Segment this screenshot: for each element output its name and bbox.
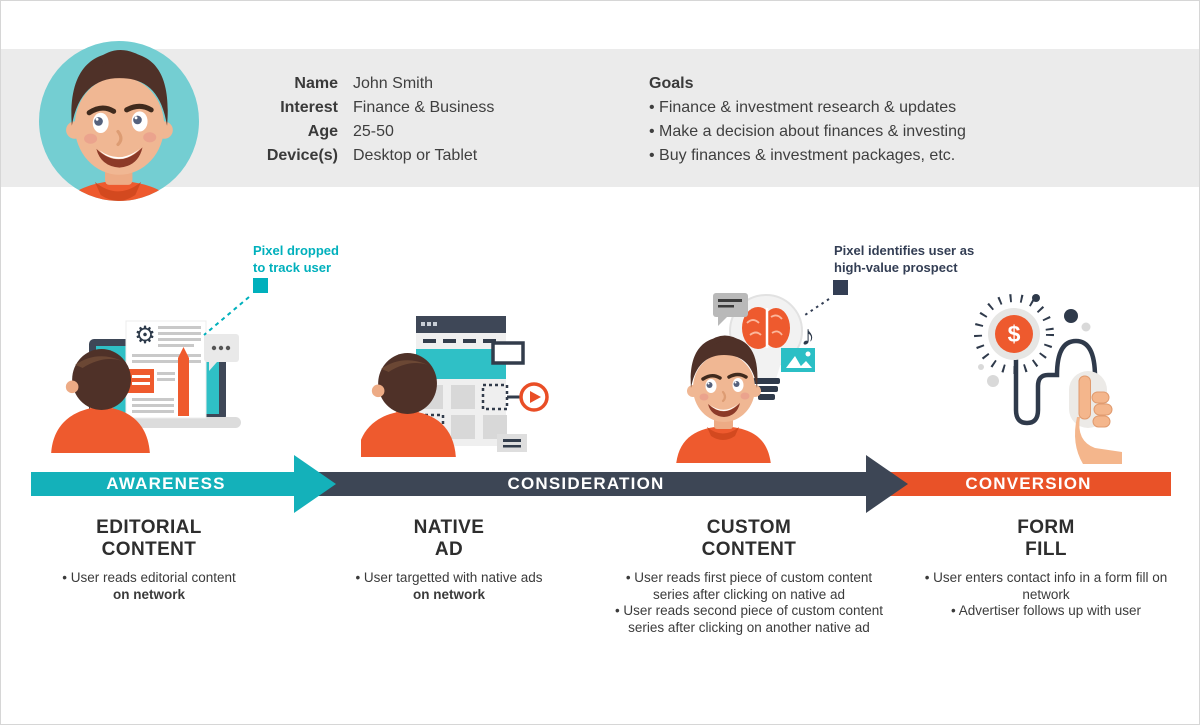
dollar-coin-icon: $ bbox=[988, 308, 1040, 360]
svg-text:$: $ bbox=[1008, 321, 1021, 347]
persona-value: Finance & Business bbox=[353, 99, 495, 116]
pencil-icon bbox=[178, 347, 189, 416]
custom-content-illustration: ♪ bbox=[674, 293, 815, 463]
annotation-pixel-identifies: Pixel identifies user as high-value pros… bbox=[834, 243, 975, 275]
stage-description: • User reads first piece of custom conte… bbox=[614, 570, 884, 635]
persona-row: Device(s) Desktop or Tablet bbox=[254, 144, 494, 168]
stage-description: • User targetted with native ads on netw… bbox=[355, 570, 543, 602]
stage-description: • User reads editorial content on networ… bbox=[62, 570, 236, 602]
persona-row: Age 25-50 bbox=[254, 120, 494, 144]
avatar bbox=[39, 41, 199, 201]
persona-label: Name bbox=[294, 75, 338, 92]
timeline-label-awareness: AWARENESS bbox=[106, 474, 226, 493]
native-ad-illustration bbox=[361, 316, 549, 457]
awareness-arrow-bar bbox=[31, 455, 336, 513]
persona-row: Interest Finance & Business bbox=[254, 96, 494, 120]
callout-box bbox=[128, 369, 154, 393]
timeline-label-consideration: CONSIDERATION bbox=[507, 474, 665, 493]
consideration-arrow-bar bbox=[301, 455, 908, 513]
persona-details: Name John Smith Interest Finance & Busines… bbox=[254, 72, 495, 168]
form-fill-illustration: $ bbox=[974, 294, 1122, 464]
goal-item: • Make a decision about finances & inves… bbox=[649, 123, 966, 140]
journey-path-line bbox=[1013, 338, 1098, 426]
funnel-timeline bbox=[31, 455, 1171, 513]
persona-goals: Goals • Finance & investment research & … bbox=[649, 72, 966, 168]
persona-value: John Smith bbox=[353, 75, 434, 92]
persona-label: Device(s) bbox=[266, 147, 338, 164]
hand-cursor-icon bbox=[1075, 375, 1122, 464]
avatar-person-icon bbox=[43, 41, 193, 201]
play-button-icon bbox=[519, 382, 549, 412]
tracking-pixel-square-teal bbox=[253, 278, 268, 293]
brain-icon bbox=[742, 307, 790, 349]
annotation-pixel-dropped: Pixel dropped to track user bbox=[253, 243, 339, 275]
music-note-icon: ♪ bbox=[801, 320, 815, 351]
goal-item: • Buy finances & investment packages, et… bbox=[649, 147, 956, 164]
conversion-arrow-bar bbox=[876, 472, 1171, 496]
editorial-content-illustration: ⚙ bbox=[51, 320, 241, 453]
timeline-label-conversion: CONVERSION bbox=[965, 474, 1092, 493]
editorial-document: ⚙ bbox=[125, 320, 207, 419]
speech-bubble-icon bbox=[713, 293, 748, 326]
persona-label: Interest bbox=[280, 99, 338, 116]
gear-icon: ⚙ bbox=[134, 322, 156, 349]
image-icon bbox=[781, 348, 815, 372]
stage-description: • User enters contact info in a form fil… bbox=[924, 570, 1168, 618]
persona-header-band bbox=[1, 49, 1199, 187]
persona-value: Desktop or Tablet bbox=[353, 147, 478, 164]
goals-title: Goals bbox=[649, 75, 694, 92]
persona-value: 25-50 bbox=[353, 123, 394, 140]
persona-row: Name John Smith bbox=[254, 72, 494, 96]
persona-label: Age bbox=[307, 123, 338, 140]
ellipsis-speech-bubble-icon bbox=[204, 334, 239, 371]
ad-slot-outline bbox=[491, 341, 525, 365]
tracking-pixel-square-navy bbox=[833, 280, 848, 295]
goal-item: • Finance & investment research & update… bbox=[649, 99, 957, 116]
